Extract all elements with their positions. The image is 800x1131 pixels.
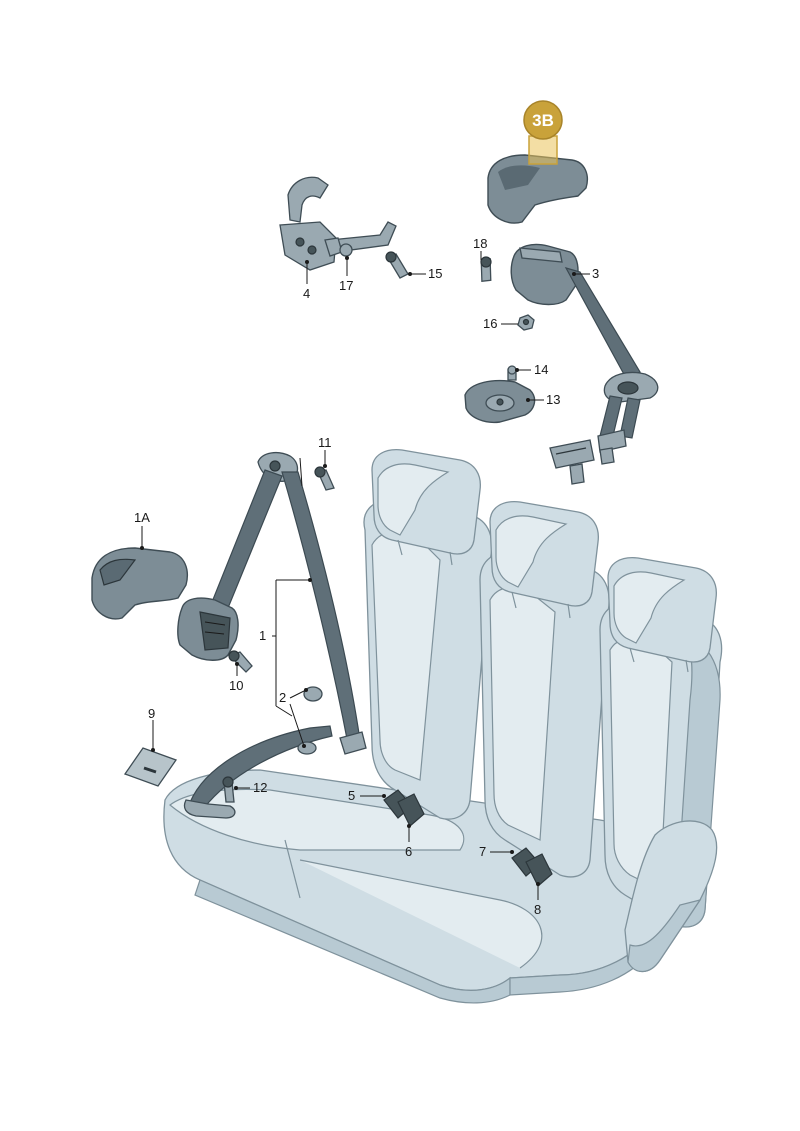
- callout-8: 8: [534, 902, 541, 917]
- callout-7: 7: [479, 844, 486, 859]
- part-2-cap: [297, 686, 323, 755]
- part-3B-trim-cover: [487, 154, 589, 224]
- callout-18: 18: [473, 236, 487, 251]
- part-13-mount: [464, 379, 536, 424]
- bolt-15: [385, 251, 409, 279]
- badge-3B: [523, 100, 563, 140]
- left-seat-belt: [177, 451, 367, 819]
- part-3-belt-retractor: [510, 243, 659, 485]
- bolt-18: [480, 256, 492, 283]
- callout-9: 9: [148, 706, 155, 721]
- buckle-7-8: [511, 847, 553, 887]
- callout-15: 15: [428, 266, 442, 281]
- callout-16: 16: [483, 316, 497, 331]
- part-9-plate: [123, 747, 178, 787]
- bolt-10: [228, 650, 253, 673]
- nut-16: [517, 314, 535, 331]
- bolt-12: [222, 776, 235, 803]
- callout-14: 14: [534, 362, 548, 377]
- part-1A-trim-cover: [91, 547, 188, 620]
- callout-10: 10: [229, 678, 243, 693]
- callout-1A: 1A: [134, 510, 150, 525]
- badge-3B-label: 3B: [532, 111, 554, 130]
- callout-labels: 3B 1A 1 2 3 4 5 6 7 8 9 10 11 12 13 14 1…: [134, 100, 599, 917]
- callout-3: 3: [592, 266, 599, 281]
- callout-2: 2: [279, 690, 286, 705]
- callout-11: 11: [318, 435, 332, 450]
- buckle-5-6: [383, 789, 425, 827]
- callout-5: 5: [348, 788, 355, 803]
- callout-6: 6: [405, 844, 412, 859]
- callout-4: 4: [303, 286, 310, 301]
- bolt-11: [314, 466, 335, 491]
- rear-bench-seat: [163, 449, 723, 1004]
- callout-13: 13: [546, 392, 560, 407]
- part-4-bracket: [279, 176, 397, 271]
- callout-12: 12: [253, 780, 267, 795]
- screw-14: [507, 365, 517, 381]
- leader-lines: [140, 135, 590, 900]
- callout-17: 17: [339, 278, 353, 293]
- callout-1: 1: [259, 628, 266, 643]
